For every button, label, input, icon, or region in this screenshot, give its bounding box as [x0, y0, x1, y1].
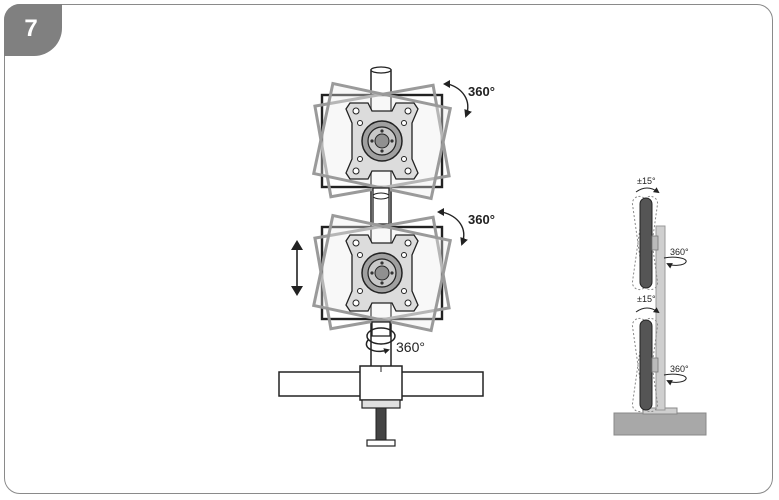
side-swivel-bottom-label: 360°: [670, 364, 689, 374]
middle-rotation-arrow: [441, 211, 468, 246]
front-view: 360° 360° 360°: [278, 66, 495, 447]
side-tilt-bottom-label: ±15°: [637, 294, 656, 304]
middle-rotation-label: 360°: [468, 212, 495, 227]
step-number-badge: 7: [4, 4, 62, 56]
side-lower-monitor: [631, 317, 659, 413]
side-swivel-top-arrow: [663, 256, 687, 269]
side-swivel-top-label: 360°: [670, 247, 689, 257]
side-swivel-bottom-arrow: [663, 373, 687, 386]
side-view: ±15° 360° ±15° 360°: [613, 176, 707, 436]
side-pole: [655, 225, 666, 411]
pole-rotation-label: 360°: [396, 339, 425, 355]
side-tilt-bottom-arrow: [635, 307, 660, 314]
side-desk-base: [613, 412, 707, 436]
height-adjust-arrow: [291, 240, 303, 296]
side-tilt-top-arrow: [635, 187, 660, 194]
top-rotation-arrow: [447, 83, 472, 118]
side-tilt-top-label: ±15°: [637, 176, 656, 186]
top-rotation-label: 360°: [468, 84, 495, 99]
side-upper-monitor: [631, 195, 659, 291]
lower-monitor: [311, 213, 453, 333]
upper-monitor: [311, 81, 453, 201]
